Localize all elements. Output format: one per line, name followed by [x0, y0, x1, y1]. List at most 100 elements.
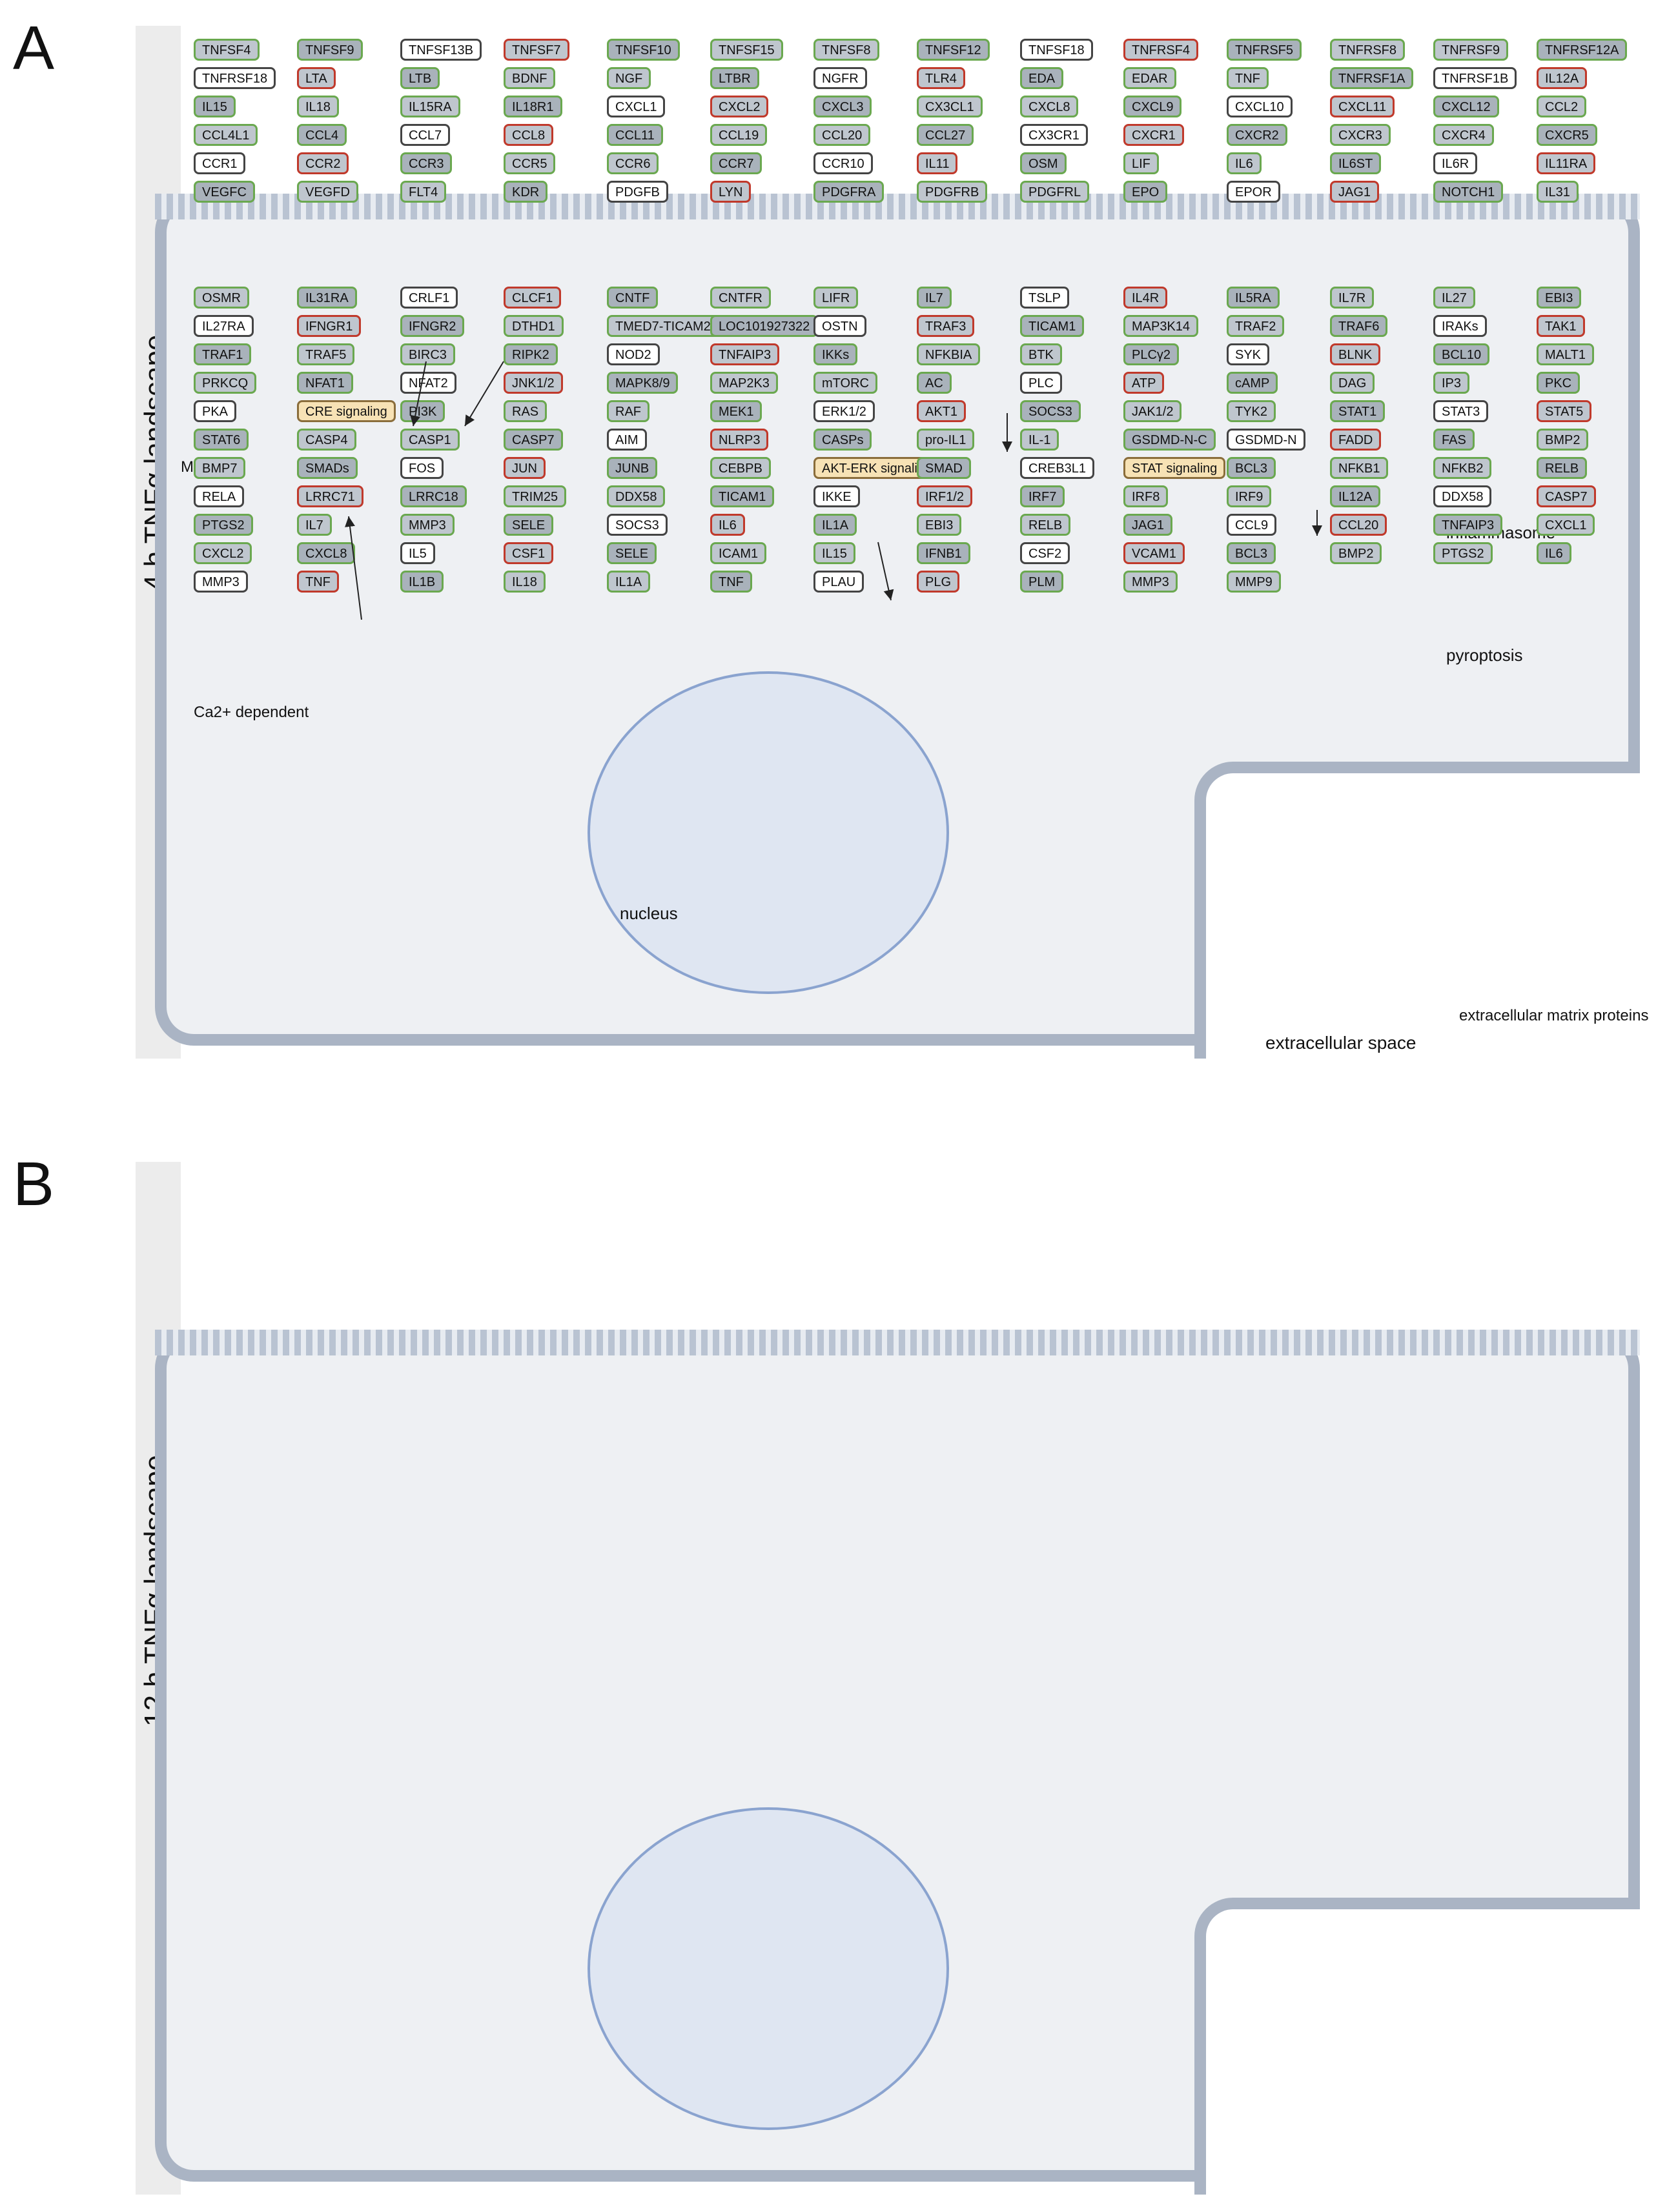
gene-node: SMAD [917, 457, 971, 479]
gene-node: OSTN [813, 315, 866, 337]
gene-node: TNFRSF18 [194, 67, 276, 89]
gene-node: MMP3 [1123, 571, 1178, 593]
gene-node: SMADs [297, 457, 358, 479]
gene-node: IL6ST [1330, 152, 1382, 174]
gene-node: TNFRSF12A [1537, 39, 1628, 61]
gene-node: IL-1 [1020, 429, 1059, 451]
gene-node: CCR6 [607, 152, 659, 174]
gene-node: NGFR [813, 67, 867, 89]
gene-node: PLC [1020, 372, 1062, 394]
gene-node: LYN [710, 181, 752, 203]
gene-node: IL1B [400, 571, 444, 593]
gene-node: DTHD1 [504, 315, 564, 337]
gene-node: VEGFD [297, 181, 358, 203]
gene-node: LIFR [813, 287, 859, 309]
gene-node: SYK [1227, 343, 1270, 365]
gene-node: CXCR4 [1433, 124, 1494, 146]
gene-node: SELE [504, 514, 554, 536]
gene-node: CCR2 [297, 152, 349, 174]
gene-node: OSM [1020, 152, 1067, 174]
gene-node: EBI3 [917, 514, 962, 536]
gene-node: TICAM1 [710, 485, 775, 507]
gene-node: IL31RA [297, 287, 357, 309]
gene-node: NFKB2 [1433, 457, 1492, 479]
gene-node: PKC [1537, 372, 1580, 394]
extracellular-label: extracellular space [1265, 1033, 1416, 1053]
gene-node: MMP3 [194, 571, 248, 593]
gene-node: BIRC3 [400, 343, 455, 365]
gene-node: PTGS2 [194, 514, 253, 536]
gene-node: FLT4 [400, 181, 447, 203]
gene-node: TNFRSF4 [1123, 39, 1198, 61]
gene-node: VCAM1 [1123, 542, 1185, 564]
gene-node: PLAU [813, 571, 864, 593]
gene-node: MAP3K14 [1123, 315, 1199, 337]
gene-node: FADD [1330, 429, 1382, 451]
gene-node: RELB [1537, 457, 1588, 479]
gene-node: PDGFRA [813, 181, 885, 203]
gene-node: CLCF1 [504, 287, 562, 309]
gene-node: PTGS2 [1433, 542, 1493, 564]
gene-node: IL7R [1330, 287, 1375, 309]
gene-node: ATP [1123, 372, 1165, 394]
gene-node: TLR4 [917, 67, 965, 89]
gene-node: CX3CR1 [1020, 124, 1088, 146]
gene-node: IL6R [1433, 152, 1478, 174]
gene-node: IRF9 [1227, 485, 1272, 507]
gene-node: TRAF5 [297, 343, 355, 365]
gene-node: TNFSF18 [1020, 39, 1093, 61]
gene-node: CXCL2 [710, 96, 769, 117]
gene-node: TNF [710, 571, 752, 593]
gene-node: BCL3 [1227, 542, 1276, 564]
gene-node: GSDMD-N [1227, 429, 1305, 451]
gene-node: LOC101927322 [710, 315, 819, 337]
gene-node: CCR7 [710, 152, 762, 174]
gene-node: IL11RA [1537, 152, 1596, 174]
gene-node: SOCS3 [607, 514, 668, 536]
gene-node: JNK1/2 [504, 372, 563, 394]
gene-node: CASP7 [1537, 485, 1596, 507]
gene-node: IL31 [1537, 181, 1579, 203]
gene-node: JUN [504, 457, 546, 479]
gene-node: TNFAIP3 [710, 343, 780, 365]
gene-node: CCL8 [504, 124, 554, 146]
gene-node: CXCR2 [1227, 124, 1287, 146]
gene-node: TRIM25 [504, 485, 567, 507]
gene-node: TRAF6 [1330, 315, 1388, 337]
gene-node: LRRC18 [400, 485, 467, 507]
panel-letter: B [13, 1150, 55, 1219]
gene-node: CXCR1 [1123, 124, 1184, 146]
gene-node: PKA [194, 400, 237, 422]
gene-node: CXCL2 [194, 542, 252, 564]
gene-node: CCL27 [917, 124, 974, 146]
pyroptosis-label: pyroptosis [1446, 645, 1523, 665]
gene-node: AKT1 [917, 400, 966, 422]
gene-node: EPO [1123, 181, 1168, 203]
gene-node: NFKB1 [1330, 457, 1389, 479]
gene-node: IL5RA [1227, 287, 1280, 309]
gene-node: CASP4 [297, 429, 356, 451]
gene-node: IL15 [813, 542, 855, 564]
gene-node: NLRP3 [710, 429, 769, 451]
gene-node: JAK1/2 [1123, 400, 1182, 422]
gene-node: CASPs [813, 429, 872, 451]
gene-node: IRF7 [1020, 485, 1065, 507]
gene-node: STAT6 [194, 429, 249, 451]
gene-node: CEBPB [710, 457, 771, 479]
gene-node: CX3CL1 [917, 96, 983, 117]
gene-node: CASP1 [400, 429, 460, 451]
gene-node: DDX58 [1433, 485, 1492, 507]
gene-node: MAPK8/9 [607, 372, 679, 394]
gene-node: TAK1 [1537, 315, 1585, 337]
gene-node: PRKCQ [194, 372, 257, 394]
gene-node: RIPK2 [504, 343, 558, 365]
gene-node: LTBR [710, 67, 759, 89]
gene-node: IP3 [1433, 372, 1470, 394]
nucleus [588, 1807, 949, 2130]
gene-node: TRAF3 [917, 315, 975, 337]
gene-node: TMED7-TICAM2 [607, 315, 719, 337]
gene-node: FOS [400, 457, 444, 479]
gene-node: TNF [1227, 67, 1269, 89]
gene-node: CCL19 [710, 124, 768, 146]
gene-node: AIM [607, 429, 647, 451]
